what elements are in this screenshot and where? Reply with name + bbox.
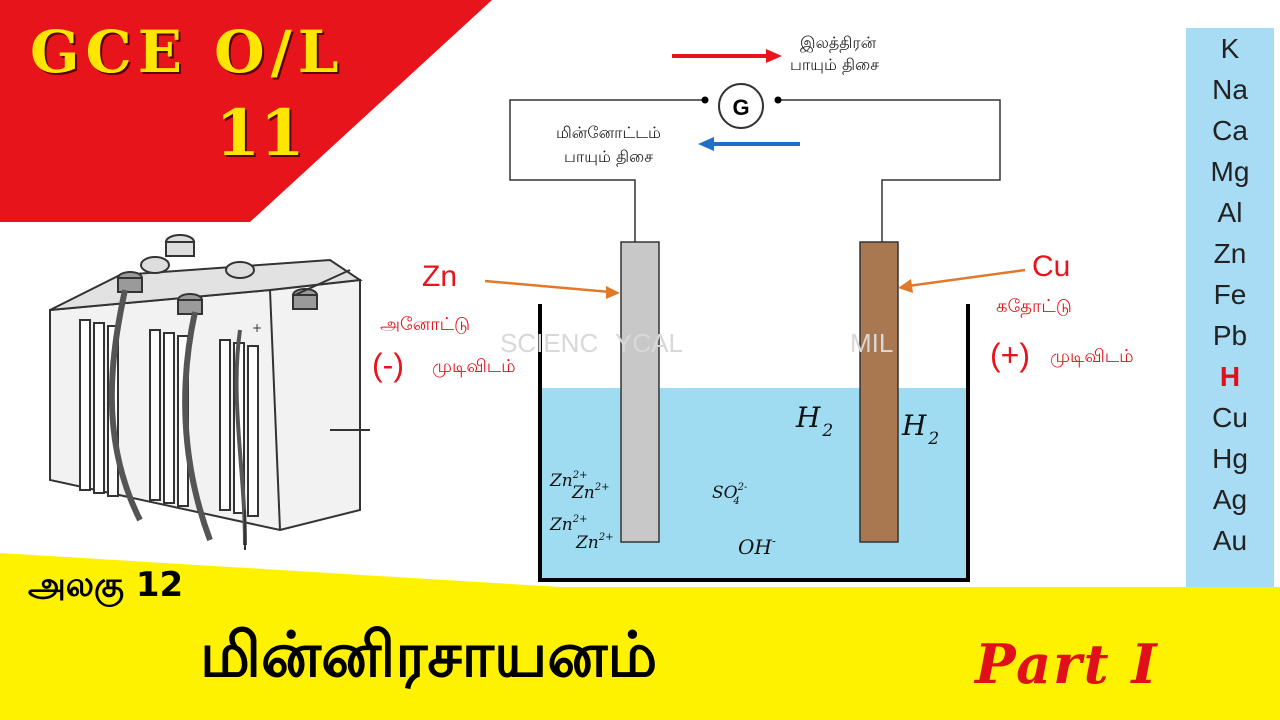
current-flow-label-1: மின்னோட்டம்: [556, 123, 661, 142]
svg-text:MIL: MIL: [850, 328, 893, 358]
zinc-electrode: [620, 241, 660, 543]
car-battery-illustration: +: [49, 234, 370, 550]
lesson-title: மின்னிரசாயனம்: [200, 618, 658, 691]
anode-name: அனோட்டு: [380, 314, 470, 335]
wire-terminal-right: [774, 96, 782, 104]
galvanometer-label: G: [732, 95, 749, 120]
svg-text:SCIENC: SCIENC: [500, 328, 598, 358]
sulfate-ion: SO2-4: [712, 482, 748, 507]
cathode-pointer-arrow: [907, 268, 1026, 288]
title-banner: [0, 553, 1280, 720]
series-metal-au: Au: [1212, 525, 1248, 556]
unit-label: அலகு 12: [28, 565, 184, 605]
anode-metal-label: Zn: [422, 260, 457, 293]
galvanometer: [718, 83, 764, 129]
anode-pointer-arrow: [484, 279, 611, 294]
zinc-ion: Zn2+: [549, 514, 588, 535]
zinc-ion: Zn2+: [549, 470, 588, 491]
series-metal-al: Al: [1217, 197, 1243, 228]
electron-flow-label-2: பாயும் திசை: [790, 55, 879, 74]
electrochemical-cell-diagram: G இலத்திரன் பாயும் திசை மின்னோட்டம் பாயு…: [372, 33, 1134, 582]
series-metal-cu: Cu: [1212, 402, 1248, 433]
series-metal-mg: Mg: [1210, 156, 1250, 187]
anode-sign: (-): [372, 347, 404, 383]
hydroxide-ion: OH-: [738, 534, 776, 559]
zinc-ion: Zn2+: [571, 482, 610, 503]
exam-label: GCE O/L: [30, 18, 345, 86]
cathode-sign: (+): [990, 337, 1030, 373]
wire-terminal-left: [701, 96, 709, 104]
wire-left: [509, 99, 705, 242]
series-metal-ca: Ca: [1212, 115, 1248, 146]
wire-right: [778, 99, 1001, 242]
copper-electrode: [859, 241, 899, 543]
cathode-name: கதோட்டு: [996, 296, 1072, 318]
beaker: [538, 304, 970, 582]
anode-terminal: முடிவிடம்: [432, 356, 516, 377]
series-metal-hg: Hg: [1212, 443, 1248, 474]
series-metal-ag: Ag: [1212, 484, 1248, 515]
series-metal-fe: Fe: [1213, 279, 1247, 310]
series-metal-k: K: [1220, 33, 1240, 64]
zinc-ion: Zn2+: [575, 532, 614, 553]
svg-text:YCAL: YCAL: [615, 328, 683, 358]
electron-flow-label-1: இலத்திரன்: [800, 33, 877, 53]
cathode-terminal: முடிவிடம்: [1050, 346, 1134, 367]
series-metal-na: Na: [1212, 74, 1248, 105]
series-metal-h: H: [1219, 361, 1241, 392]
watermark: SCIENC YCAL MIL: [500, 328, 893, 358]
cathode-metal-label: Cu: [1032, 250, 1070, 283]
grade-label: 11: [215, 96, 305, 171]
part-label: Part I: [975, 632, 1159, 696]
series-metal-pb: Pb: [1212, 320, 1248, 351]
series-metal-zn: Zn: [1213, 238, 1247, 269]
svg-text:+: +: [252, 321, 262, 335]
current-flow-label-2: பாயும் திசை: [564, 147, 653, 166]
